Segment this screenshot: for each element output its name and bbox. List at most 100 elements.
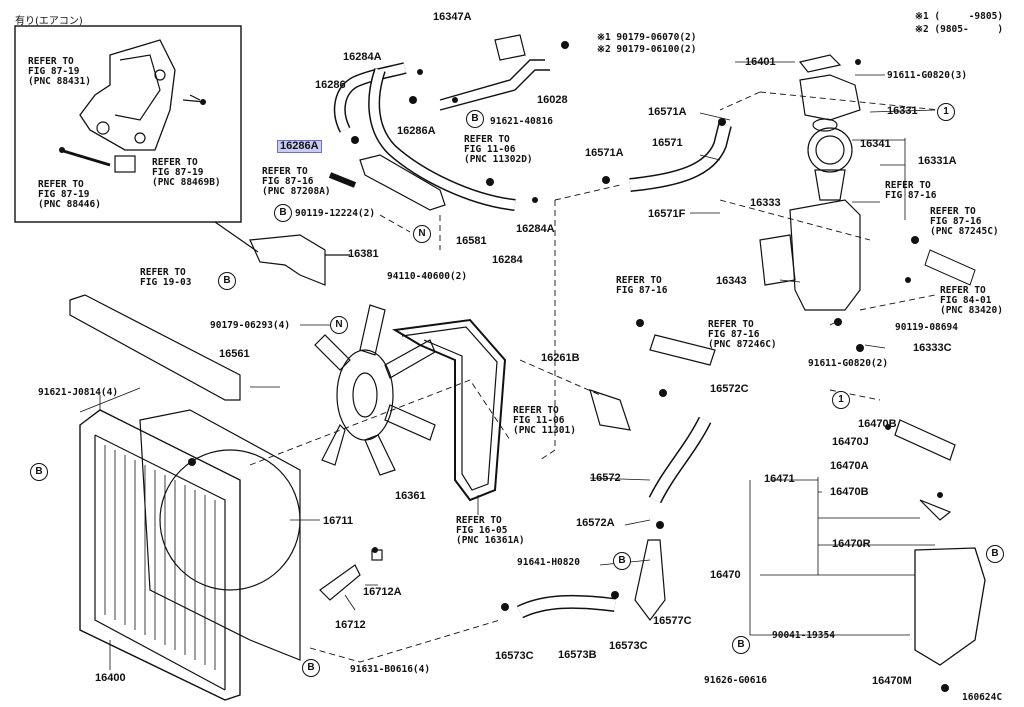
note-11302D[interactable]: REFER TO FIG 11-06 (PNC 11302D) <box>464 134 533 165</box>
note-11301[interactable]: REFER TO FIG 11-06 (PNC 11301) <box>513 405 576 436</box>
label-16284A-mid[interactable]: 16284A <box>516 223 555 235</box>
label-91641-H0820[interactable]: 91641-H0820 <box>517 557 580 568</box>
label-16573C-1[interactable]: 16573C <box>495 650 534 662</box>
label-94110-40600[interactable]: 94110-40600(2) <box>387 271 468 282</box>
bracket-16381 <box>249 234 326 286</box>
label-16341[interactable]: 16341 <box>860 138 891 150</box>
label-16571[interactable]: 16571 <box>652 137 683 149</box>
inset-frame <box>14 25 242 223</box>
label-90179-06070[interactable]: ※1 90179-06070(2) <box>597 32 697 43</box>
label-16470[interactable]: 16470 <box>710 569 741 581</box>
legend-line-1: ※1 ( -9805) <box>915 11 1004 22</box>
label-90119-12224[interactable]: 90119-12224(2) <box>295 208 376 219</box>
label-16286[interactable]: 16286 <box>315 79 346 91</box>
label-16470B-2[interactable]: 16470B <box>830 486 869 498</box>
marker-B-1: B <box>466 110 484 128</box>
label-16028[interactable]: 16028 <box>537 94 568 106</box>
marker-B-7: B <box>732 636 750 654</box>
marker-B-8: B <box>986 545 1004 563</box>
label-16571A-1[interactable]: 16571A <box>648 106 687 118</box>
label-16343[interactable]: 16343 <box>716 275 747 287</box>
label-91621-40816[interactable]: 91621-40816 <box>490 116 553 127</box>
label-16572A[interactable]: 16572A <box>576 517 615 529</box>
label-16261B[interactable]: 16261B <box>541 352 580 364</box>
marker-B-4: B <box>30 463 48 481</box>
label-91631-B0616[interactable]: 91631-B0616(4) <box>350 664 431 675</box>
note-87245C[interactable]: REFER TO FIG 87-16 (PNC 87245C) <box>930 206 999 237</box>
label-90041-19354[interactable]: 90041-19354 <box>772 630 835 641</box>
illustration-code: 160624C <box>962 692 1003 703</box>
label-16286A[interactable]: 16286A <box>397 125 436 137</box>
inset-note-88431: REFER TO FIG 87-19 (PNC 88431) <box>28 56 91 87</box>
note-16361A[interactable]: REFER TO FIG 16-05 (PNC 16361A) <box>456 515 525 546</box>
label-16381[interactable]: 16381 <box>348 248 379 260</box>
label-16561[interactable]: 16561 <box>219 348 250 360</box>
thermostat-16341 <box>814 169 846 201</box>
drive-belt <box>392 318 507 502</box>
label-16331[interactable]: 16331 <box>887 105 918 117</box>
seal-16561 <box>69 294 241 401</box>
label-16711[interactable]: 16711 <box>323 515 353 527</box>
bracket-16581 <box>359 154 446 211</box>
label-90119-08694[interactable]: 90119-08694 <box>895 322 958 333</box>
label-91621-J0814[interactable]: 91621-J0814(4) <box>38 387 119 398</box>
label-16401[interactable]: 16401 <box>745 56 776 68</box>
label-16284[interactable]: 16284 <box>492 254 523 266</box>
reserve-tank-16470 <box>914 547 986 666</box>
marker-B-6: B <box>302 659 320 677</box>
label-16331A[interactable]: 16331A <box>918 155 957 167</box>
marker-B-5: B <box>613 552 631 570</box>
marker-1-b: 1 <box>832 391 850 409</box>
shroud-16711 <box>139 409 301 661</box>
marker-N-2: N <box>330 316 348 334</box>
label-90179-06293[interactable]: 90179-06293(4) <box>210 320 291 331</box>
label-16400[interactable]: 16400 <box>95 672 126 684</box>
label-16712A[interactable]: 16712A <box>363 586 402 598</box>
label-16581[interactable]: 16581 <box>456 235 487 247</box>
marker-1-a: 1 <box>937 103 955 121</box>
label-91626-G0616[interactable]: 91626-G0616 <box>704 675 767 686</box>
note-19-03[interactable]: REFER TO FIG 19-03 <box>140 267 192 288</box>
note-87-16-a[interactable]: REFER TO FIG 87-16 <box>885 180 937 201</box>
inset-note-88469B: REFER TO FIG 87-19 (PNC 88469B) <box>152 157 221 188</box>
label-91611-G0820-2[interactable]: 91611-G0820(2) <box>808 358 889 369</box>
marker-B-3: B <box>218 272 236 290</box>
label-91611-G0820-3[interactable]: 91611-G0820(3) <box>887 70 968 81</box>
label-16470J[interactable]: 16470J <box>832 436 869 448</box>
ac-bracket <box>79 39 176 151</box>
label-16333C[interactable]: 16333C <box>913 342 952 354</box>
inset-note-88446: REFER TO FIG 87-19 (PNC 88446) <box>38 179 101 210</box>
inset-title: 有り(エアコン) <box>15 16 83 27</box>
note-87-16-b[interactable]: REFER TO FIG 87-16 <box>616 275 668 296</box>
note-83420[interactable]: REFER TO FIG 84-01 (PNC 83420) <box>940 285 1003 316</box>
label-16573B[interactable]: 16573B <box>558 649 597 661</box>
housing-16343 <box>789 199 861 311</box>
pipe-16577C <box>634 539 666 621</box>
note-87246C[interactable]: REFER TO FIG 87-16 (PNC 87246C) <box>708 319 777 350</box>
label-16572C[interactable]: 16572C <box>710 383 749 395</box>
label-16470A[interactable]: 16470A <box>830 460 869 472</box>
label-16577C[interactable]: 16577C <box>653 615 692 627</box>
cap-16401 <box>798 54 842 73</box>
label-16284A-top[interactable]: 16284A <box>343 51 382 63</box>
legend-line-2: ※2 (9805- ) <box>915 24 1004 35</box>
label-16286A-highlighted[interactable]: 16286A <box>277 140 322 153</box>
marker-N-1: N <box>413 225 431 243</box>
label-16470M[interactable]: 16470M <box>872 675 912 687</box>
label-16347A[interactable]: 16347A <box>433 11 472 23</box>
label-16470B-1[interactable]: 16470B <box>858 418 897 430</box>
label-16333[interactable]: 16333 <box>750 197 781 209</box>
label-16571A-2[interactable]: 16571A <box>585 147 624 159</box>
pipe-16028 <box>439 59 550 111</box>
label-16361[interactable]: 16361 <box>395 490 426 502</box>
label-90179-06100[interactable]: ※2 90179-06100(2) <box>597 44 697 55</box>
label-16470R[interactable]: 16470R <box>832 538 871 550</box>
note-87208A[interactable]: REFER TO FIG 87-16 (PNC 87208A) <box>262 166 331 197</box>
housing-16331 <box>799 74 861 121</box>
label-16712[interactable]: 16712 <box>335 619 366 631</box>
label-16572[interactable]: 16572 <box>590 472 621 484</box>
label-16471[interactable]: 16471 <box>764 473 795 485</box>
label-16573C-2[interactable]: 16573C <box>609 640 648 652</box>
label-16571F[interactable]: 16571F <box>648 208 686 220</box>
